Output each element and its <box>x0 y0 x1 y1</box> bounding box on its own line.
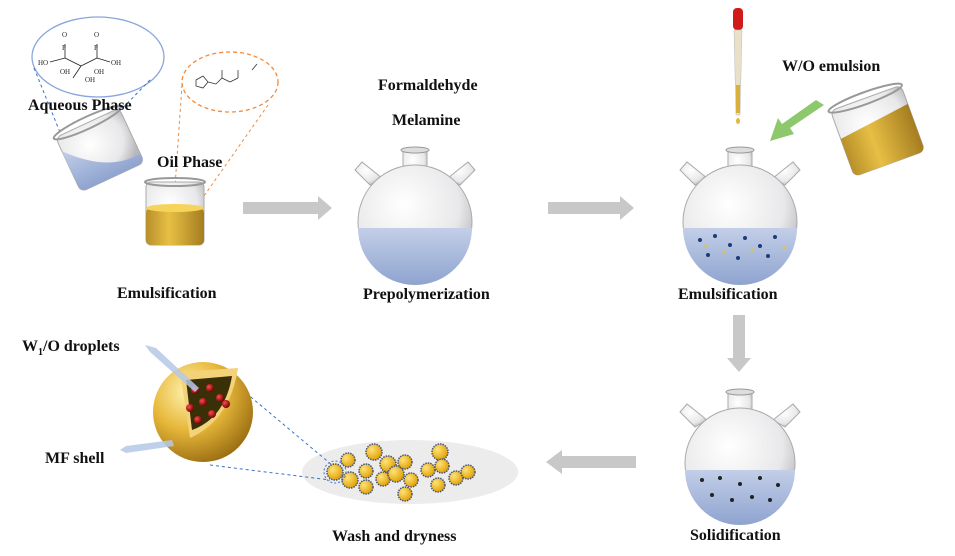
label-prepolymerization: Prepolymerization <box>363 286 490 303</box>
arrow-left <box>546 450 636 474</box>
aqueous-beaker <box>52 105 143 191</box>
chem-p: P <box>94 44 98 52</box>
zoom-line <box>245 392 333 466</box>
oil-beaker <box>144 177 206 246</box>
microcapsule-cutaway <box>153 362 253 462</box>
label-wo-emulsion: W/O emulsion <box>782 58 880 75</box>
wo-emulsion-beaker <box>827 82 924 176</box>
chem-oh: OH <box>111 59 121 67</box>
label-emulsification-1: Emulsification <box>117 285 217 302</box>
label-subscript: 1 <box>38 347 43 358</box>
green-arrow <box>770 100 824 141</box>
arrow-down <box>727 315 751 372</box>
label-w1o-droplets: W1/O droplets <box>22 338 120 358</box>
label-w: W <box>22 338 38 355</box>
chem-ho: HO <box>38 59 48 67</box>
label-oil-phase: Oil Phase <box>157 154 222 171</box>
label-solidification: Solidification <box>690 527 781 544</box>
zoom-line <box>209 464 331 481</box>
arrow-right-2 <box>548 196 634 220</box>
chem-p: P <box>62 44 66 52</box>
dropper <box>733 8 743 124</box>
chem-oh: OH <box>85 76 95 84</box>
flask-solidification <box>679 388 801 525</box>
pointer-arrow-shell <box>120 440 174 453</box>
label-mf-shell: MF shell <box>45 450 105 467</box>
chem-oh: OH <box>60 68 70 76</box>
chem-o: O <box>94 31 99 39</box>
pointer-arrow-droplets <box>145 345 199 392</box>
microcapsule-cluster <box>302 440 518 504</box>
label-formaldehyde: Formaldehyde <box>378 77 478 94</box>
label-aqueous-phase: Aqueous Phase <box>28 97 132 114</box>
chem-oh: OH <box>94 68 104 76</box>
label-melamine: Melamine <box>392 112 460 129</box>
flask-emulsification <box>679 146 801 285</box>
label-emulsification-2: Emulsification <box>678 286 778 303</box>
label-wash-and-dryness: Wash and dryness <box>332 528 457 545</box>
label-droplets-rest: /O droplets <box>42 338 120 355</box>
flask-prepolymerization <box>354 146 476 285</box>
chem-o: O <box>62 31 67 39</box>
arrow-right-1 <box>243 196 332 220</box>
